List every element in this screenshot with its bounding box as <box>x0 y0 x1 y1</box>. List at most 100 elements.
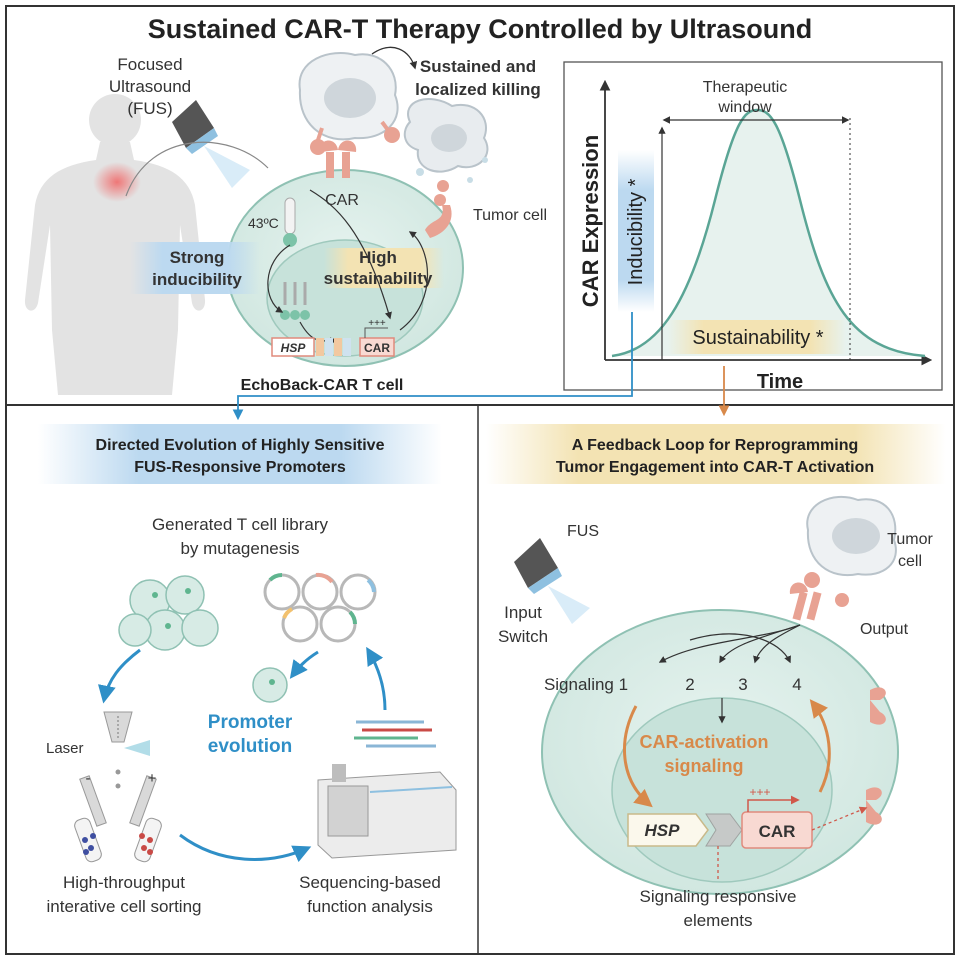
outer-frame <box>5 5 955 955</box>
cell-sorter-icon <box>79 711 157 827</box>
car-output-receptor-1 <box>870 687 886 725</box>
figure-title: Sustained CAR-T Therapy Controlled by Ul… <box>148 14 813 44</box>
expression-curve <box>611 108 926 358</box>
high-sustainability-band <box>324 248 444 288</box>
elements-label-line2: elements <box>684 911 753 930</box>
heat-signal-arrow <box>267 244 291 313</box>
signal-branch-3 <box>753 624 801 664</box>
inducibility-link-arrow <box>232 312 633 421</box>
hsf-trimers-icon <box>280 282 310 320</box>
inducibility-band <box>618 150 654 312</box>
transfection-arrow <box>289 650 319 679</box>
elements-label-line1: Signaling responsive <box>640 887 797 906</box>
activation-arrow-right <box>809 699 831 793</box>
car-activation-line2: signaling <box>664 756 743 776</box>
killing-arrow <box>371 46 418 70</box>
input-switch-line2: Switch <box>498 627 548 646</box>
sorting-label-line1: High-throughput <box>63 873 185 892</box>
library-label-line1: Generated T cell library <box>152 515 329 534</box>
input-switch-line1: Input <box>504 603 542 622</box>
output-label: Output <box>860 621 909 638</box>
sustained-label-line2: localized killing <box>415 80 541 99</box>
sustainability-label: Sustainability * <box>692 327 823 349</box>
ultrasound-transducer-icon <box>172 100 250 188</box>
signaling-label-4: 4 <box>792 675 801 694</box>
signaling-label-1: Signaling 1 <box>544 675 628 694</box>
seq-label-line2: function analysis <box>307 897 433 916</box>
t-cell-library-icon <box>118 575 219 651</box>
seq-to-library-arrow <box>366 646 387 711</box>
car-activation-line1: CAR-activation <box>639 732 768 752</box>
fus-connector-line <box>125 141 269 197</box>
high-sustainability-line1: High <box>359 248 397 267</box>
plasmid-library-icon <box>263 572 377 643</box>
car-tumor-binding-icon <box>425 194 452 238</box>
cart-cell-nucleus <box>611 697 833 883</box>
hsp-car-construct-icon <box>271 327 395 357</box>
human-silhouette <box>24 94 206 395</box>
minus-label: - <box>86 770 91 787</box>
expression-area <box>612 110 925 356</box>
dying-tumor-cell-icon <box>403 98 489 192</box>
strong-inducibility-line2: inducibility <box>152 270 242 289</box>
seq-label-line1: Sequencing-based <box>299 873 441 892</box>
inducibility-label: Inducibility * <box>625 178 647 285</box>
feedback-arrow-outer <box>399 231 429 331</box>
library-to-sort-arrow <box>98 648 141 704</box>
transfected-cell-icon <box>252 667 288 703</box>
laser-label: Laser <box>46 740 84 757</box>
fus-label-line1: Focused <box>117 55 182 74</box>
graph-x-label: Time <box>757 371 803 393</box>
signaling-label-2: 2 <box>685 675 694 694</box>
signaling-label-3: 3 <box>738 675 747 694</box>
temperature-label: 43ºC <box>248 215 279 231</box>
strong-inducibility-line1: Strong <box>170 248 225 267</box>
fus-label-bottom: FUS <box>567 523 599 540</box>
therapeutic-window-line1: Therapeutic <box>703 79 788 96</box>
activation-arrow-left <box>623 705 653 808</box>
tumor-cell-top-icon <box>298 52 400 155</box>
bottom-right-header-band <box>486 424 946 484</box>
signal-branch-4 <box>689 633 791 664</box>
bottom-left-header-band <box>38 424 442 484</box>
fus-transducer-icon <box>514 538 590 624</box>
plus-label: + <box>148 770 157 787</box>
sorting-label-line2: interative cell sorting <box>47 897 202 916</box>
fus-label-line2: Ultrasound <box>109 77 191 96</box>
hsp-gene-label: HSP <box>281 341 307 355</box>
tumor-label-bottom-line1: Tumor <box>887 531 933 548</box>
hsp-car-gene-icon <box>627 795 813 849</box>
bottom-left-header-line1: Directed Evolution of Highly Sensitive <box>96 437 385 454</box>
tumor-cell-bottom-icon <box>804 495 897 607</box>
graph-y-label: CAR Expression <box>578 135 603 307</box>
sustainability-band <box>668 320 846 354</box>
therapeutic-window-line2: window <box>717 99 772 116</box>
library-label-line2: by mutagenesis <box>180 539 299 558</box>
promoter-evolution-line1: Promoter <box>208 712 293 733</box>
feedback-arrow-inner <box>309 189 392 320</box>
sort-to-seq-arrow <box>179 833 312 863</box>
car-receptor-icon <box>319 140 357 178</box>
bottom-right-header-line2: Tumor Engagement into CAR-T Activation <box>556 459 874 476</box>
echoback-cell-name: EchoBack-CAR T cell <box>241 377 404 394</box>
collection-tubes-icon <box>74 817 162 863</box>
tumor-site-glow <box>93 162 141 202</box>
sequencing-reads-icon <box>354 720 436 748</box>
bottom-right-header-line1: A Feedback Loop for Reprogramming <box>572 437 859 454</box>
car-label: CAR <box>325 192 359 209</box>
hsp-bottom-label: HSP <box>645 821 681 840</box>
tumor-label-bottom-line2: cell <box>898 553 922 570</box>
sustained-label-line1: Sustained and <box>420 57 536 76</box>
car-expression-arrow <box>811 806 868 831</box>
graph-frame <box>563 61 943 391</box>
thermometer-icon <box>283 197 297 247</box>
tumor-cell-label: Tumor cell <box>473 207 547 224</box>
sequencer-machine-icon <box>317 764 457 859</box>
promoter-evolution-line2: evolution <box>208 736 292 757</box>
car-bottom-label: CAR <box>759 822 796 841</box>
car-gene-label: CAR <box>364 341 390 355</box>
high-sustainability-line2: sustainability <box>324 269 433 288</box>
bottom-left-header-line2: FUS-Responsive Promoters <box>134 459 346 476</box>
car-output-receptor-2 <box>866 787 882 825</box>
